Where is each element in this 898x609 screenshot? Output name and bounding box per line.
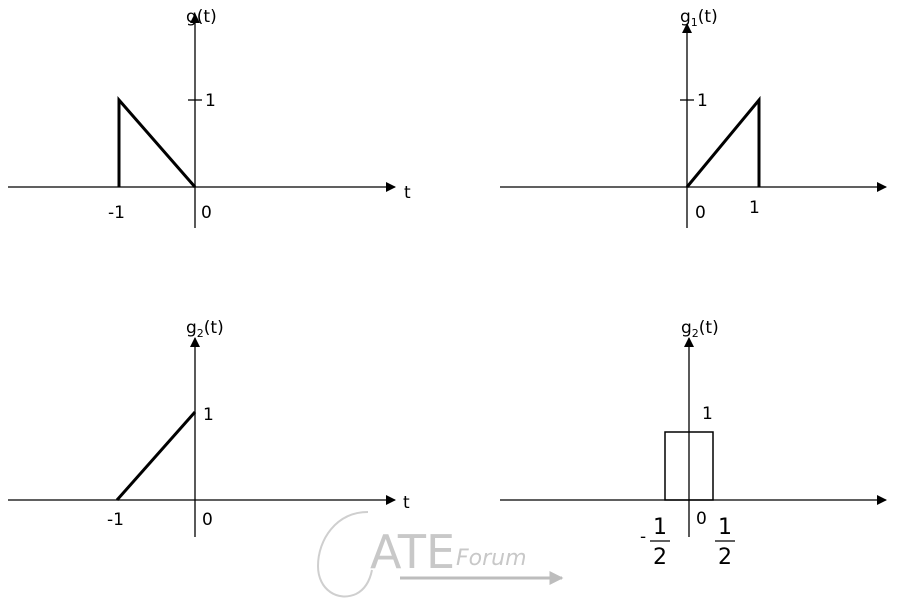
gate-forum-watermark: ATE Forum xyxy=(316,511,564,598)
origin-label: 0 xyxy=(696,509,707,529)
neg-half-numerator: 1 xyxy=(653,515,667,540)
neg-half-sign: - xyxy=(640,527,646,547)
x-tick-label-neg-half: - 1 2 xyxy=(640,515,670,570)
y-axis-label: g2(t) xyxy=(186,318,224,340)
y-axis-label: g2(t) xyxy=(681,318,719,340)
signal-g2-ramp xyxy=(115,411,197,501)
panel-g: g(t) t 1 -1 0 xyxy=(8,7,411,228)
panel-g2-rect: g2(t) 1 0 - 1 2 1 2 xyxy=(500,318,887,570)
pos-half-numerator: 1 xyxy=(718,515,732,540)
watermark-g-swash xyxy=(316,511,373,598)
watermark-big-text: ATE xyxy=(370,525,455,579)
pos-half-denominator: 2 xyxy=(718,545,732,570)
signal-g2-rect xyxy=(664,431,714,501)
neg-half-denominator: 2 xyxy=(653,545,667,570)
y-axis-label: g(t) xyxy=(186,7,217,27)
origin-label: 0 xyxy=(202,510,213,530)
y-tick-label-1: 1 xyxy=(205,91,216,111)
y-tick-label-1: 1 xyxy=(203,405,214,425)
x-tick-label-1: 1 xyxy=(749,198,760,218)
signal-g xyxy=(117,96,197,188)
y-tick-label-1: 1 xyxy=(702,404,713,424)
x-axis-label: t xyxy=(403,493,410,513)
origin-label: 0 xyxy=(201,203,212,223)
x-axis-label: t xyxy=(404,183,411,203)
x-tick-label-pos-half: 1 2 xyxy=(715,515,735,570)
origin-label: 0 xyxy=(695,203,706,223)
x-tick-label-minus-1: -1 xyxy=(108,203,125,223)
panel-g2-ramp: g2(t) t 1 -1 0 xyxy=(8,318,410,537)
watermark-small-text: Forum xyxy=(456,546,527,571)
panel-g1: g1(t) 1 0 1 xyxy=(500,7,887,228)
y-axis-label: g1(t) xyxy=(680,7,718,29)
signal-g1 xyxy=(685,95,761,188)
y-tick-label-1: 1 xyxy=(697,91,708,111)
x-tick-label-minus-1: -1 xyxy=(107,510,124,530)
